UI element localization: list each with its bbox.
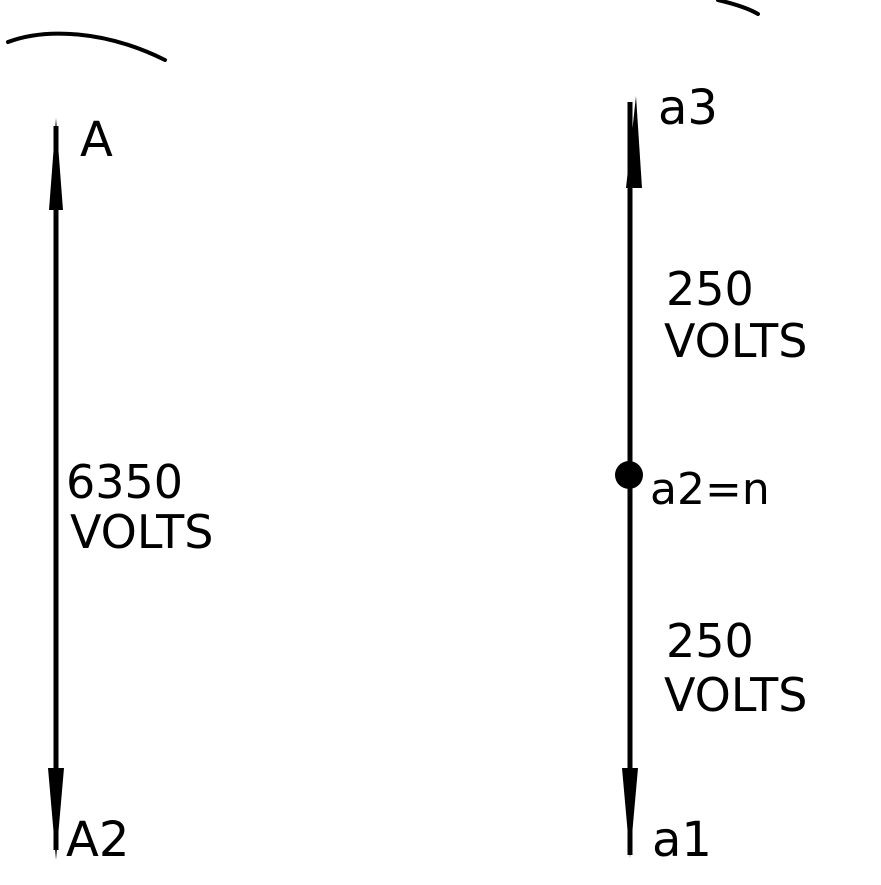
arc-top-right — [716, 0, 760, 16]
secondary-mid-label: a2=n — [650, 464, 770, 515]
secondary-top-label: a3 — [658, 80, 718, 136]
primary-voltage-value: 6350 — [66, 455, 184, 509]
primary-voltage-unit: VOLTS — [70, 505, 214, 559]
secondary-arrowhead-top — [626, 96, 642, 188]
secondary-upper-voltage-unit: VOLTS — [664, 314, 808, 368]
primary-bottom-label: A2 — [66, 812, 130, 868]
neutral-point-dot — [615, 461, 643, 489]
primary-top-label: A — [80, 112, 113, 168]
primary-arrowhead-top — [49, 118, 63, 210]
secondary-upper-voltage-value: 250 — [666, 262, 754, 316]
arc-top-left — [6, 31, 167, 62]
secondary-lower-voltage-value: 250 — [666, 614, 754, 668]
primary-arrowhead-bottom — [48, 768, 64, 860]
secondary-bottom-label: a1 — [652, 812, 712, 868]
secondary-lower-voltage-unit: VOLTS — [664, 668, 808, 722]
secondary-arrowhead-bottom — [622, 768, 638, 858]
